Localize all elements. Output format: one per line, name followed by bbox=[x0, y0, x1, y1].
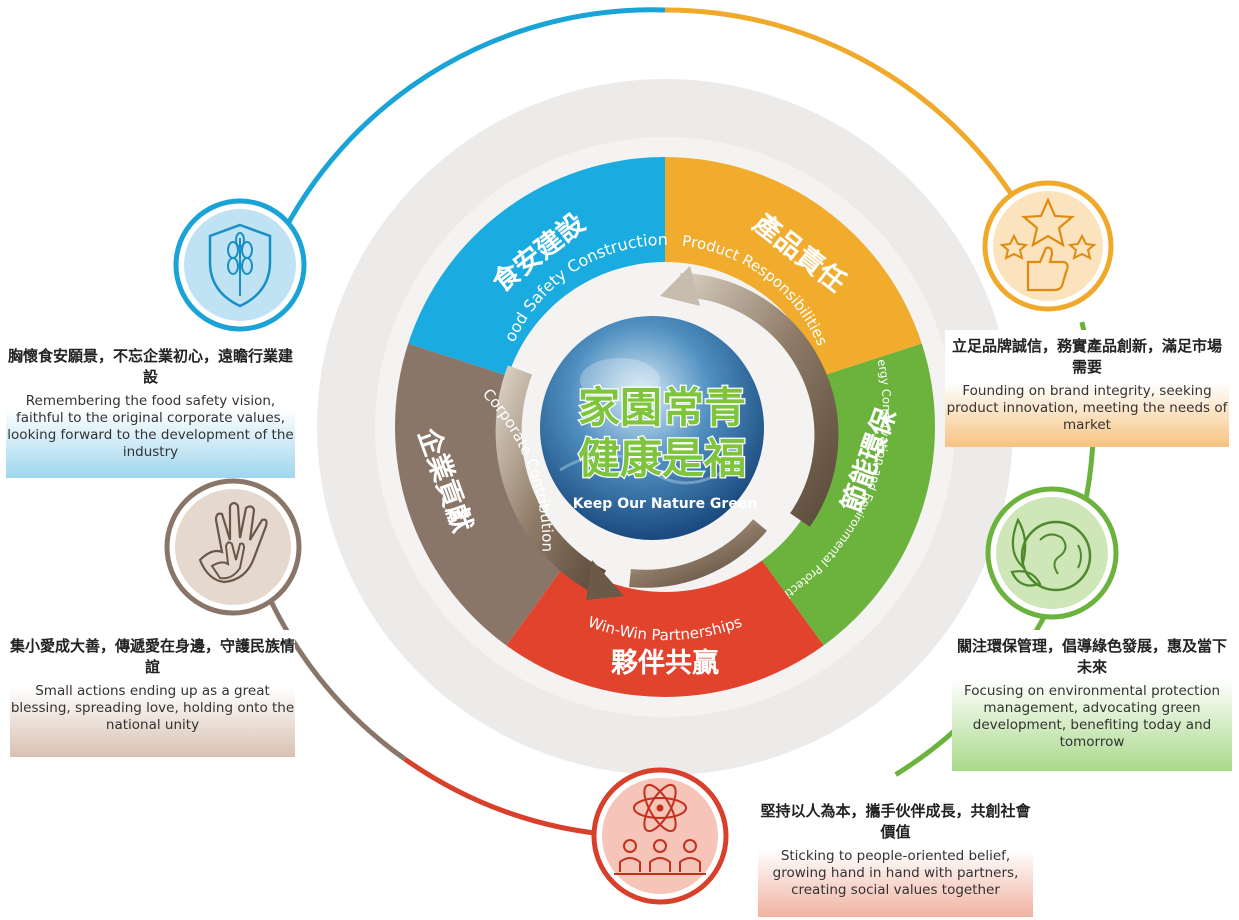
food-safety-description: 胸懷食安願景，不忘企業初心，遠瞻行業建設 Remembering the foo… bbox=[6, 340, 295, 478]
thumbs-up-stars-icon bbox=[982, 180, 1114, 312]
product-en: Founding on brand integrity, seeking pro… bbox=[946, 383, 1228, 433]
partner-en: Sticking to people-oriented belief, grow… bbox=[772, 848, 1019, 898]
product-description: 立足品牌誠信，務實產品創新，滿足市場需要 Founding on brand i… bbox=[945, 330, 1229, 447]
energy-description: 關注環保管理，倡導綠色發展，惠及當下未來 Focusing on environ… bbox=[952, 630, 1232, 771]
product-zh: 立足品牌誠信，務實產品創新，滿足市場需要 bbox=[951, 337, 1222, 376]
outer-ring-orange-arc bbox=[664, 7, 1013, 195]
people-atom-icon bbox=[591, 767, 729, 905]
partner-zh: 堅持以人為本，攜手伙伴成長，共創社會價值 bbox=[760, 802, 1031, 841]
center-subtitle: Keep Our Nature Green bbox=[573, 496, 758, 512]
energy-zh: 關注環保管理，倡導綠色發展，惠及當下未來 bbox=[956, 637, 1227, 676]
corporate-en: Small actions ending up as a great bless… bbox=[10, 683, 295, 733]
segment-energy[interactable] bbox=[762, 343, 935, 646]
segment-partner-title: 夥伴共贏 bbox=[611, 648, 719, 679]
globe bbox=[540, 316, 764, 540]
center-title-line2: 健康是福 bbox=[578, 434, 746, 483]
center-title-line1: 家園常青 bbox=[578, 383, 746, 432]
outer-ring-blue-arc bbox=[282, 7, 666, 232]
cycle-arrows bbox=[495, 266, 839, 600]
partner-description: 堅持以人為本，攜手伙伴成長，共創社會價值 Sticking to people-… bbox=[758, 795, 1033, 917]
corporate-zh: 集小愛成大善，傳遞愛在身邊，守護民族情誼 bbox=[10, 637, 296, 676]
segment-food-safety[interactable] bbox=[408, 157, 665, 376]
helping-hands-icon bbox=[164, 478, 302, 616]
segment-partner[interactable] bbox=[506, 560, 824, 697]
corporate-description: 集小愛成大善，傳遞愛在身邊，守護民族情誼 Small actions endin… bbox=[10, 630, 295, 757]
energy-en: Focusing on environmental protection man… bbox=[963, 683, 1221, 750]
food-safety-zh: 胸懷食安願景，不忘企業初心，遠瞻行業建設 bbox=[7, 347, 293, 386]
wheat-shield-icon bbox=[173, 198, 307, 332]
leaf-globe-icon bbox=[985, 486, 1119, 620]
food-safety-en: Remembering the food safety vision, fait… bbox=[7, 393, 294, 460]
outer-ring-red-arc bbox=[403, 757, 618, 838]
segment-product[interactable] bbox=[665, 157, 922, 376]
segment-corporate[interactable] bbox=[395, 343, 568, 646]
